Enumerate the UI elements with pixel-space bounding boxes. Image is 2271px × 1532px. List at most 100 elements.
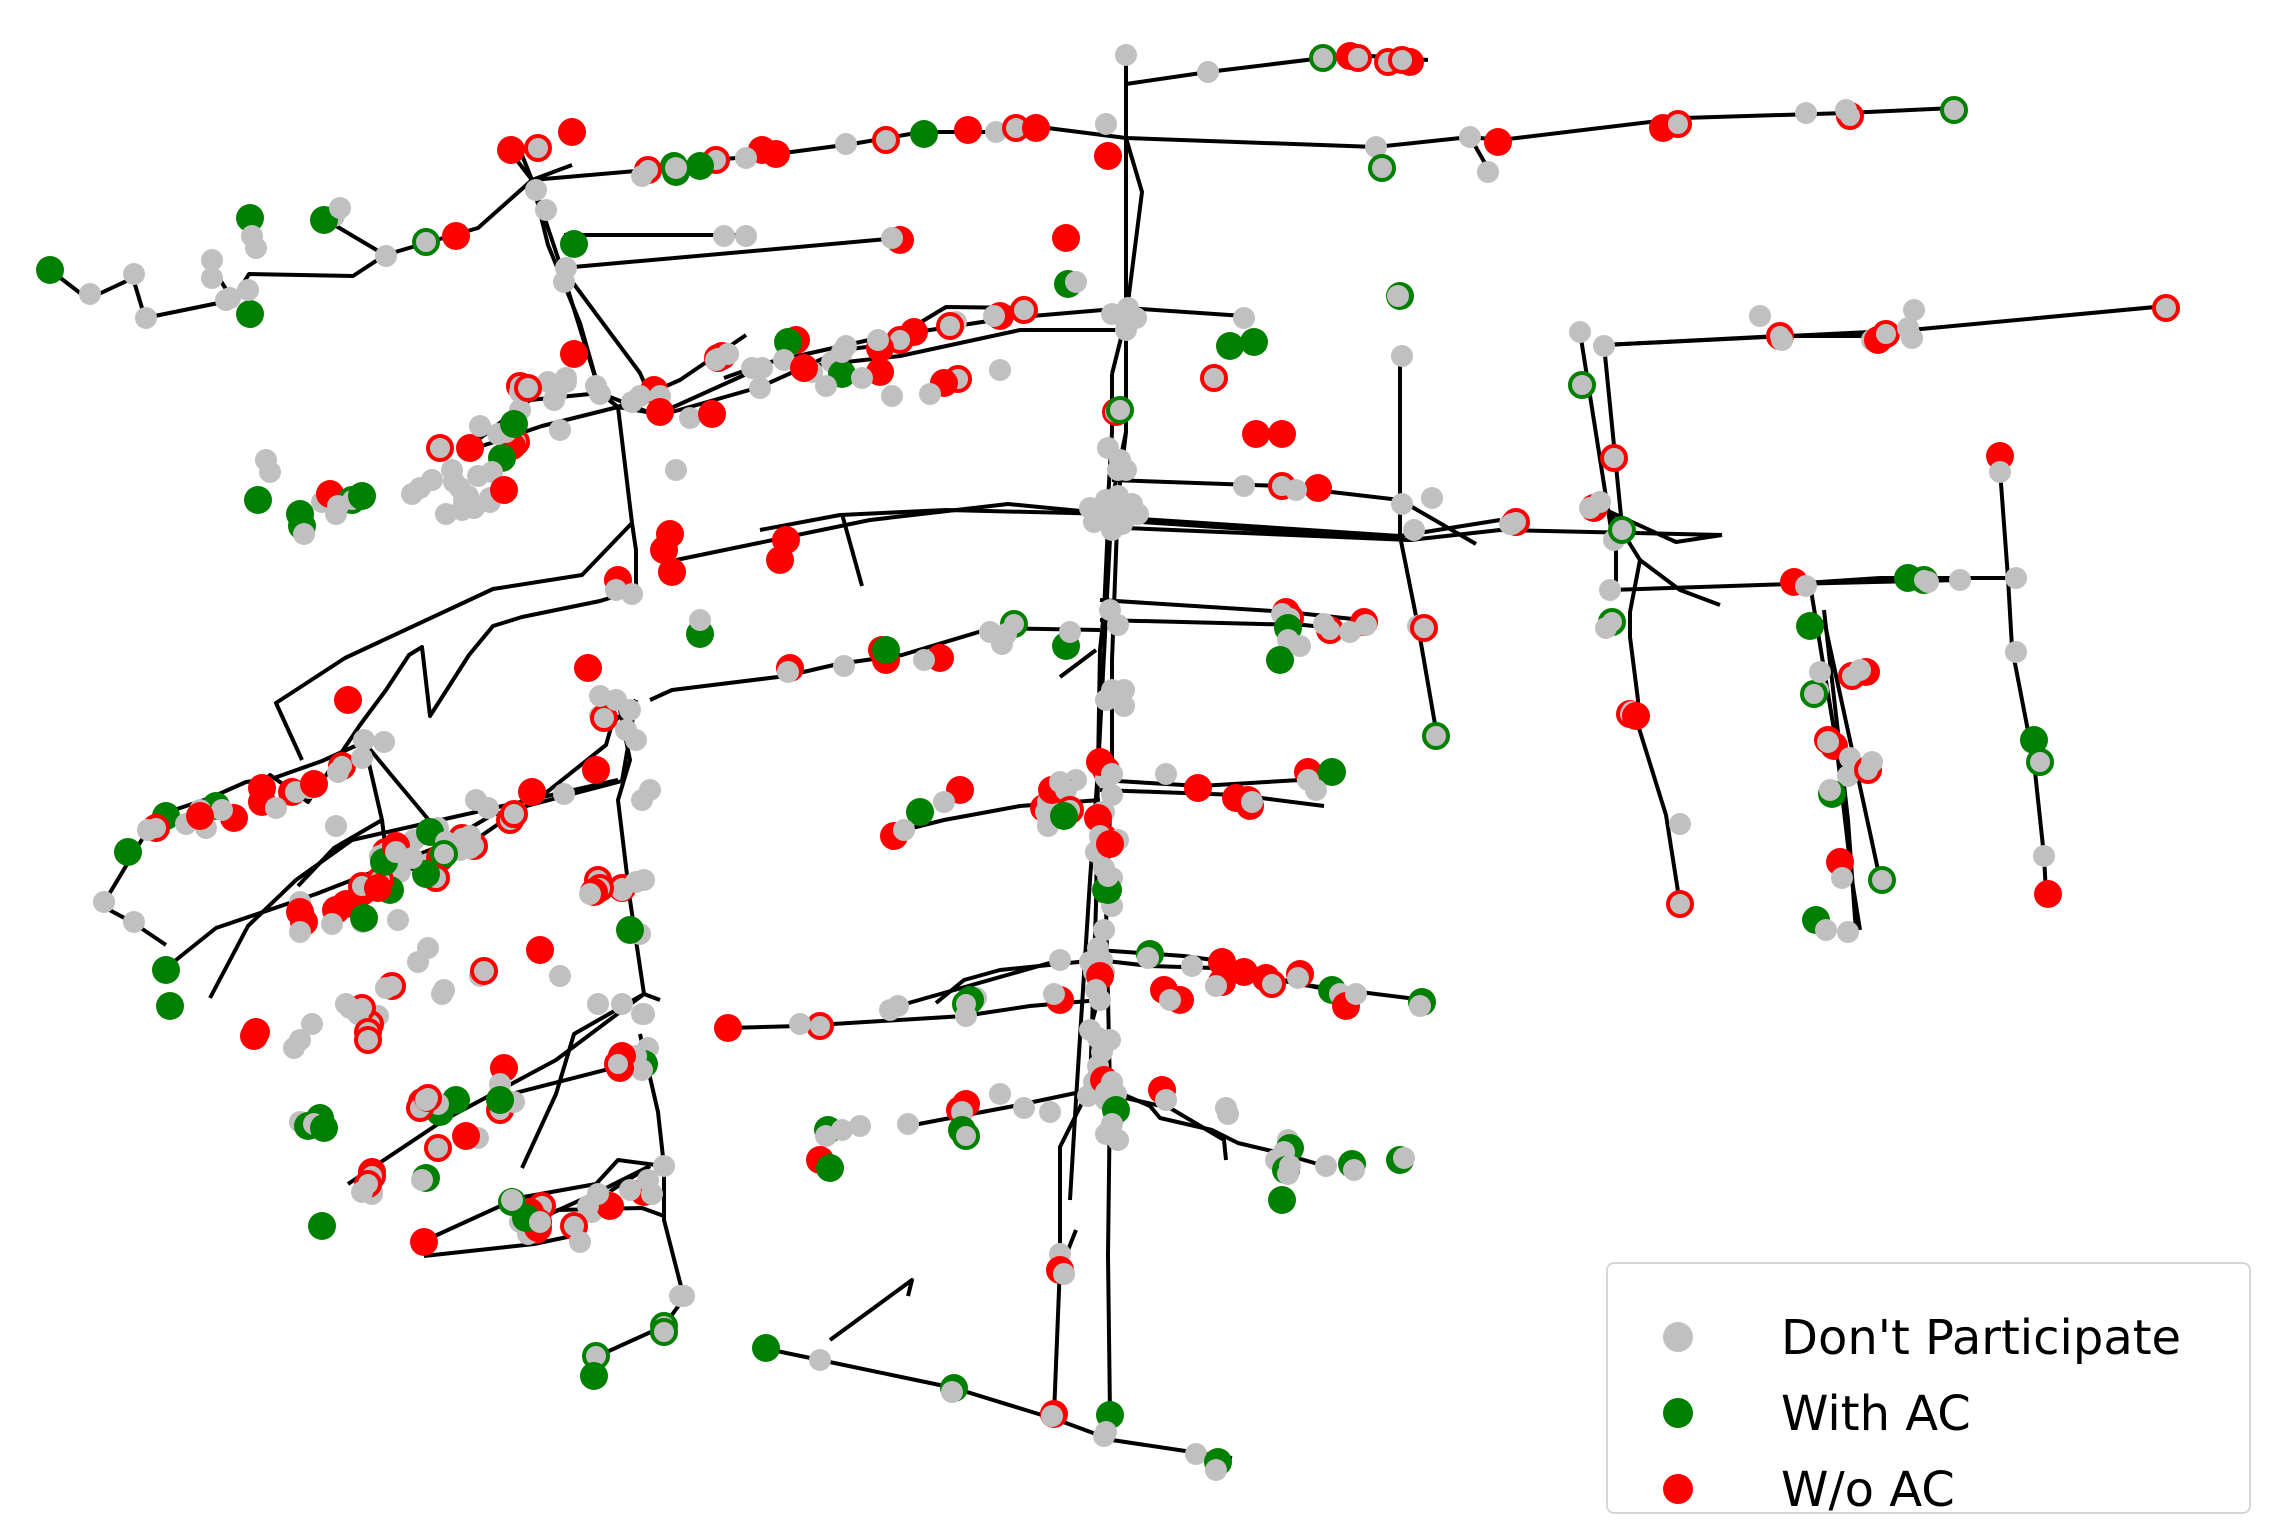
node-without-ac-ringed <box>936 312 964 340</box>
node-dont-participate <box>1287 967 1309 989</box>
node-dont-participate <box>587 993 609 1015</box>
node-dont-participate <box>751 357 773 379</box>
node-dont-participate <box>1315 1155 1337 1177</box>
node-dont-participate <box>1089 989 1111 1011</box>
node-dont-participate <box>339 997 361 1019</box>
node-with-ac <box>1796 612 1824 640</box>
node-with-ac-ringed <box>1608 516 1636 544</box>
node-without-ac <box>1304 474 1332 502</box>
node-without-ac <box>658 558 686 586</box>
network-edge <box>1125 306 1245 318</box>
node-with-ac <box>616 916 644 944</box>
node-without-ac-ringed <box>1664 110 1692 138</box>
node-with-ac <box>872 636 900 664</box>
node-dont-participate <box>1065 271 1087 293</box>
node-dont-participate <box>1115 459 1137 481</box>
node-dont-participate <box>1107 485 1129 507</box>
node-dont-participate <box>991 633 1013 655</box>
node-without-ac <box>300 770 328 798</box>
node-with-ac <box>310 1114 338 1142</box>
node-dont-participate <box>849 1115 871 1137</box>
node-dont-participate <box>1837 921 1859 943</box>
node-with-ac <box>236 204 264 232</box>
node-with-ac-ringed <box>1800 680 1828 708</box>
node-dont-participate <box>421 469 443 491</box>
node-dont-participate <box>1113 507 1135 529</box>
node-with-ac-ringed <box>1568 371 1596 399</box>
node-dont-participate <box>1749 305 1771 327</box>
node-without-ac <box>1094 142 1122 170</box>
node-without-ac-ringed <box>806 1012 834 1040</box>
node-without-ac <box>1184 774 1212 802</box>
node-dont-participate <box>1205 975 1227 997</box>
node-dont-participate <box>1039 1101 1061 1123</box>
node-dont-participate <box>1365 136 1387 158</box>
node-dont-participate <box>415 1089 437 1111</box>
node-dont-participate <box>605 689 627 711</box>
node-without-ac <box>646 398 674 426</box>
node-without-ac <box>248 774 276 802</box>
node-dont-participate <box>989 359 1011 381</box>
legend-marker-gray <box>1663 1322 1693 1352</box>
legend-label: With AC <box>1781 1386 1971 1442</box>
node-without-ac <box>1622 702 1650 730</box>
node-dont-participate <box>373 731 395 753</box>
node-dont-participate <box>611 879 633 901</box>
node-dont-participate <box>329 197 351 219</box>
node-without-ac-ringed <box>424 1134 452 1162</box>
network-edge <box>296 818 384 888</box>
node-dont-participate <box>955 1005 977 1027</box>
node-without-ac <box>240 1022 268 1050</box>
node-dont-participate <box>1669 813 1691 835</box>
node-dont-participate <box>1387 285 1409 307</box>
node-dont-participate <box>353 729 375 751</box>
node-dont-participate <box>577 1195 599 1217</box>
node-dont-participate <box>1391 345 1413 367</box>
network-edge <box>828 1278 914 1342</box>
node-with-ac-ringed <box>1868 866 1896 894</box>
node-dont-participate <box>831 1119 853 1141</box>
node-dont-participate <box>585 375 607 397</box>
network-edge <box>274 521 634 761</box>
node-dont-participate <box>501 1189 523 1211</box>
network-edge <box>1124 84 1955 149</box>
node-dont-participate <box>1403 519 1425 541</box>
network-edge <box>1603 334 1880 347</box>
network-edge <box>1124 137 1144 319</box>
node-dont-participate <box>1155 763 1177 785</box>
node-dont-participate <box>881 385 903 407</box>
node-dont-participate <box>1393 1147 1415 1169</box>
node-dont-participate <box>1055 779 1077 801</box>
node-with-ac <box>906 798 934 826</box>
node-dont-participate <box>1233 307 1255 329</box>
node-dont-participate <box>673 1285 695 1307</box>
node-dont-participate <box>93 891 115 913</box>
node-dont-participate <box>201 267 223 289</box>
node-dont-participate <box>1107 1129 1129 1151</box>
node-dont-participate <box>241 225 263 247</box>
node-dont-participate <box>665 459 687 481</box>
node-with-ac <box>500 410 528 438</box>
node-dont-participate <box>1989 461 2011 483</box>
node-dont-participate <box>1013 1097 1035 1119</box>
node-dont-participate <box>351 1181 373 1203</box>
node-dont-participate <box>933 791 955 813</box>
node-dont-participate <box>1795 102 1817 124</box>
node-dont-participate <box>137 819 159 841</box>
node-without-ac <box>410 1228 438 1256</box>
node-dont-participate <box>1897 317 1919 339</box>
node-dont-participate <box>897 1113 919 1135</box>
node-with-ac <box>236 300 264 328</box>
node-without-ac <box>1268 420 1296 448</box>
network-edge <box>1578 331 1616 549</box>
node-without-ac-ringed <box>1388 46 1416 74</box>
node-without-ac <box>186 802 214 830</box>
node-with-ac <box>152 956 180 984</box>
network-edge <box>1110 84 1128 375</box>
node-dont-participate <box>549 419 571 441</box>
node-dont-participate <box>433 979 455 1001</box>
node-dont-participate <box>919 383 941 405</box>
node-without-ac-ringed <box>604 1050 632 1078</box>
node-dont-participate <box>1181 955 1203 977</box>
node-dont-participate <box>1343 1159 1365 1181</box>
